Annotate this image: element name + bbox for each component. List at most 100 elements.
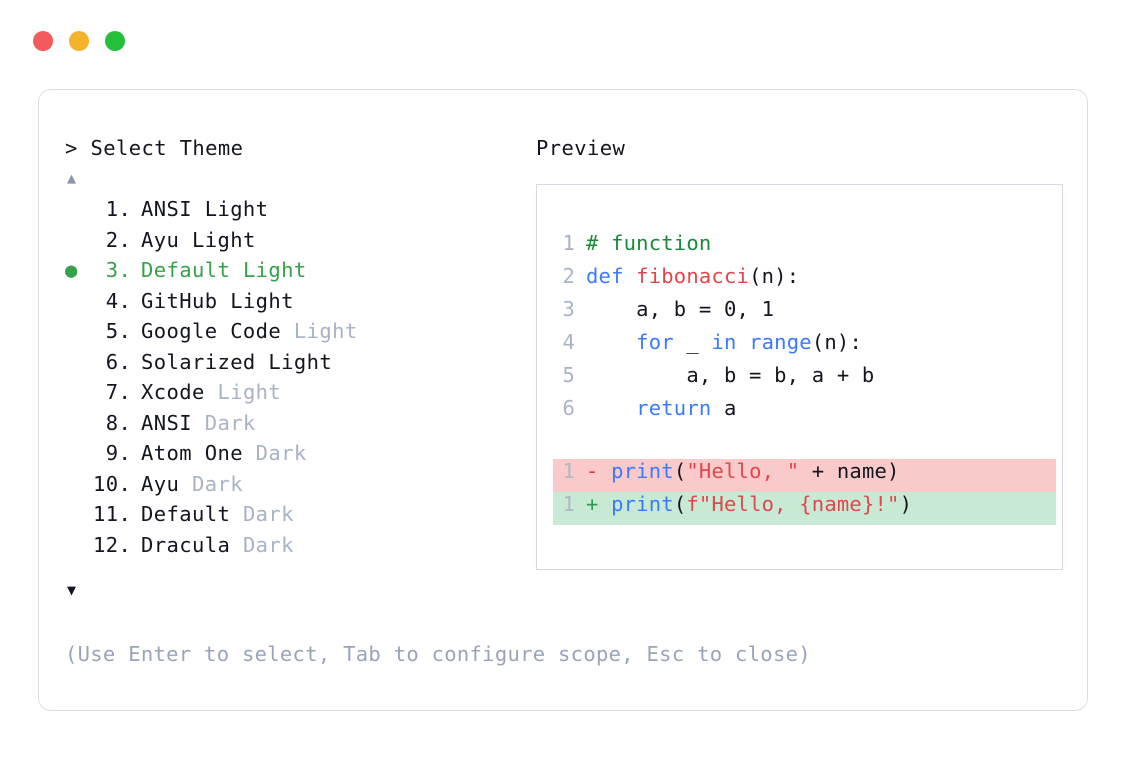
- theme-item-name: Ayu: [141, 227, 180, 252]
- theme-item-name: Atom One: [141, 441, 243, 465]
- code-text: - print("Hello, " + name): [586, 459, 900, 483]
- code-text: + print(f"Hello, {name}!"): [586, 492, 912, 516]
- minimize-window-button[interactable]: [69, 31, 89, 51]
- theme-list-item[interactable]: ●12.Dracula Dark: [65, 533, 535, 564]
- code-text: a, b = 0, 1: [586, 297, 774, 321]
- theme-list-item[interactable]: ● 7.Xcode Light: [65, 380, 535, 411]
- selection-bullet-icon: ●: [65, 380, 93, 404]
- code-line: 1 # function: [553, 231, 1056, 264]
- code-line: 5 a, b = b, a + b: [553, 363, 1056, 396]
- theme-item-name: ANSI: [141, 197, 192, 221]
- diff-sign: +: [586, 492, 612, 516]
- code-text: return a: [586, 396, 737, 420]
- code-token: a: [711, 396, 737, 420]
- theme-item-name: Default: [141, 258, 231, 282]
- selection-bullet-icon: ●: [65, 533, 93, 557]
- code-token: [586, 330, 636, 354]
- selection-bullet-icon: ●: [65, 197, 93, 221]
- theme-item-variant: Light: [179, 227, 256, 252]
- selection-bullet-icon: ●: [65, 319, 93, 343]
- code-preview-box: 1 # function 2 def fibonacci(n): 3 a, b = 0,…: [536, 184, 1063, 570]
- theme-list-item[interactable]: ● 5. Google Code Light: [65, 319, 535, 350]
- theme-list-item[interactable]: ● 3.Default Light: [65, 258, 535, 289]
- line-number: 3: [562, 297, 575, 321]
- line-number: 1: [562, 492, 575, 516]
- diff-sign: -: [586, 459, 612, 483]
- line-number: 5: [562, 363, 575, 387]
- theme-item-index: 10.: [93, 471, 132, 496]
- selection-bullet-icon: ●: [65, 258, 78, 282]
- selection-bullet-icon: ●: [65, 441, 93, 465]
- theme-list-item[interactable]: ●11.Default Dark: [65, 502, 535, 533]
- code-token: def: [586, 264, 637, 288]
- theme-picker-panel: > Select Theme ▲ ● 1. ANSI Light ● 2. Ayu L…: [38, 89, 1088, 711]
- code-token: fibonacci: [636, 264, 750, 288]
- code-text: a, b = b, a + b: [586, 363, 874, 387]
- theme-item-name: Google Code: [141, 319, 282, 343]
- theme-list-item[interactable]: ● 1. ANSI Light: [65, 197, 535, 228]
- theme-list-item[interactable]: ● 6.Solarized Light: [65, 350, 535, 381]
- selection-bullet-icon: ●: [65, 472, 93, 496]
- theme-list[interactable]: ● 1.ANSI Light● 2.Ayu Light● 3.Default L…: [65, 197, 535, 563]
- close-window-button[interactable]: [33, 31, 53, 51]
- theme-item-index: 11.: [93, 502, 132, 526]
- window-traffic-lights: [33, 31, 125, 51]
- selection-bullet-icon: ●: [65, 289, 93, 313]
- theme-list-item[interactable]: ●10. Ayu Dark: [65, 472, 535, 503]
- code-text: def fibonacci(n):: [586, 264, 799, 288]
- theme-item-index: 1.: [93, 197, 132, 221]
- code-diff-line: 1- print("Hello, " + name): [553, 459, 1056, 492]
- code-token: (: [673, 492, 687, 516]
- theme-item-index: 8.: [93, 410, 132, 435]
- code-line: 6 return a: [553, 396, 1056, 429]
- theme-item-variant: Light: [204, 380, 282, 404]
- code-text: # function: [586, 231, 711, 255]
- theme-item-variant: Dark: [179, 471, 243, 496]
- theme-item-variant: Dark: [230, 532, 294, 557]
- theme-item-variant: Dark: [191, 410, 256, 435]
- theme-item-variant: Light: [281, 319, 358, 343]
- zoom-window-button[interactable]: [105, 31, 125, 51]
- code-token: a, b = 0, 1: [586, 297, 775, 321]
- theme-item-name: Default: [141, 502, 231, 526]
- theme-item-variant: Light: [230, 258, 307, 282]
- theme-item-variant: Light: [217, 288, 294, 313]
- theme-item-name: ANSI: [141, 410, 192, 435]
- code-token: "Hello, ": [686, 459, 800, 483]
- theme-list-item[interactable]: ● 2. Ayu Light: [65, 228, 535, 259]
- code-preview-content: 1 # function 2 def fibonacci(n): 3 a, b = 0,…: [553, 231, 1056, 525]
- code-line: 4 for _ in range(n):: [553, 330, 1056, 363]
- scroll-up-arrow-icon[interactable]: ▲: [67, 169, 77, 187]
- selection-bullet-icon: ●: [65, 228, 93, 252]
- theme-item-index: 5.: [93, 319, 132, 343]
- theme-item-index: 4.: [93, 288, 132, 313]
- theme-list-item[interactable]: ● 8. ANSI Dark: [65, 411, 535, 442]
- theme-item-variant: Light: [191, 197, 269, 221]
- code-token: (n):: [749, 264, 800, 288]
- code-blank-line: [553, 429, 1056, 459]
- code-line: 3 a, b = 0, 1: [553, 297, 1056, 330]
- preview-column: Preview 1 # function 2 def fibonacci(n): 3 a…: [536, 135, 1066, 570]
- theme-list-item[interactable]: ● 4.GitHub Light: [65, 289, 535, 320]
- code-diff-line: 1 + print(f"Hello, {name}!"): [553, 492, 1056, 525]
- theme-list-item[interactable]: ● 9.Atom One Dark: [65, 441, 535, 472]
- theme-item-index: 2.: [93, 227, 132, 252]
- theme-item-index: 7.: [93, 380, 132, 404]
- selection-bullet-icon: ●: [65, 502, 93, 526]
- theme-item-name: Ayu: [141, 471, 180, 496]
- code-token: [586, 396, 636, 420]
- line-number: 2: [562, 264, 575, 288]
- code-token: in: [711, 330, 750, 354]
- code-token: _: [673, 330, 712, 354]
- theme-item-variant: Light: [255, 349, 333, 374]
- theme-item-name: Solarized: [141, 349, 256, 374]
- code-token: + name): [799, 459, 900, 483]
- selection-bullet-icon: ●: [65, 411, 93, 435]
- scroll-down-arrow-icon[interactable]: ▼: [67, 581, 77, 599]
- theme-select-column: > Select Theme ▲ ● 1. ANSI Light ● 2. Ayu L…: [65, 135, 535, 601]
- code-text: for _ in range(n):: [586, 330, 862, 354]
- code-token: print: [611, 459, 674, 483]
- preview-label: Preview: [536, 136, 626, 160]
- line-number: 1: [562, 231, 575, 255]
- prompt-label: > Select Theme: [65, 136, 244, 160]
